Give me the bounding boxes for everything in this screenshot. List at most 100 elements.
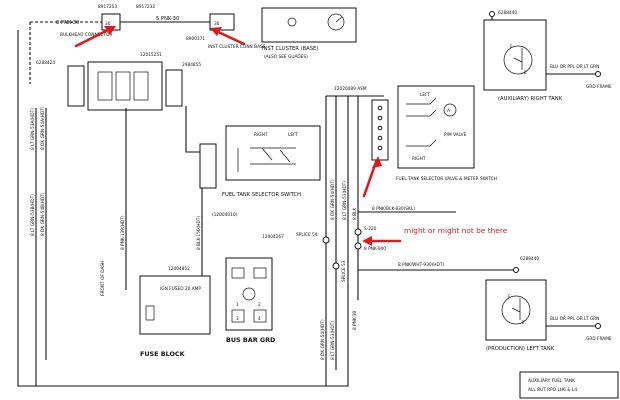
red-arrow-top-center xyxy=(210,27,246,46)
part-8900371: 8900371 xyxy=(186,36,205,42)
part-8917232: 8917232 xyxy=(136,4,155,10)
optional-splice-annotation: might or might not be there xyxy=(404,226,508,235)
left-tank-wire-color: BLU OR PPL OR LT GRN xyxy=(550,316,599,322)
right-tank-wiper-icon xyxy=(513,48,523,70)
red-arrow-head xyxy=(104,26,116,35)
part-12015251: 12015251 xyxy=(140,52,162,58)
bus-bar-center-icon xyxy=(242,287,256,301)
right-tank-f: F xyxy=(510,44,513,50)
fuse-block-title: FUSE BLOCK xyxy=(140,350,186,358)
valve-motor-letter: A xyxy=(447,108,450,114)
bulkhead-main-block xyxy=(87,61,163,111)
wire-label-dk-grn-54a: 8 DK GRN-54(HDT) xyxy=(320,319,326,360)
bulkhead-cell-2 xyxy=(115,71,131,101)
right-tank-sender-box xyxy=(483,19,547,91)
left-tank-ground: GRD FRAME xyxy=(586,336,612,342)
left-tank-ground-icon xyxy=(595,323,601,329)
cluster-gauge-icon xyxy=(327,13,345,31)
selector-switch-title: FUEL TANK SELECTOR SWITCH xyxy=(222,192,301,198)
valve-left-label: LEFT xyxy=(420,92,431,98)
center-wire-labels: 8 DK GRN-54(HDT) 8 LT GRN-53(HDT) 8 BLK … xyxy=(320,179,358,360)
connector-2984855-box xyxy=(165,69,183,107)
valve-pin-icon xyxy=(377,145,383,151)
selector-right-label: RIGHT xyxy=(254,132,268,138)
pm-valve-label: P/M VALVE xyxy=(444,132,467,138)
red-arrow-head xyxy=(362,236,372,246)
gauges-note-label: (ALSO SEE GUAGES) xyxy=(264,54,308,60)
left-wire-labels: 8 LT GRN-53A(HDT) 8 DK GRN-54A(HDT) 8 LT… xyxy=(30,106,202,296)
red-arrow-top-left xyxy=(74,26,116,48)
right-tank-wire-color: BLU OR PPL OR LT GRN xyxy=(550,64,599,70)
cluster-connector-box xyxy=(209,13,235,31)
wire-label-dk-grn-54a: 8 DK GRN-54A(HDT) xyxy=(40,106,46,150)
wire-label-lt-grn-53: 8 LT GRN-53(HDT) xyxy=(342,181,348,220)
bus-bar-title: BUS BAR GRD xyxy=(226,336,275,344)
wire-label-pnk-30-mid: 5 PNK-30 xyxy=(156,16,179,22)
selector-contact-lines xyxy=(237,147,296,172)
left-tank-part: 6288440 xyxy=(520,256,539,262)
wire-label-dk-grn-54b: 8 DK GRN-54B(HDT) xyxy=(40,192,46,236)
red-arrow-head xyxy=(210,27,222,36)
valve-pin-icon xyxy=(377,105,383,111)
part-8917253: 8917253 xyxy=(98,4,117,10)
bus-bar-pin-4: 4 xyxy=(258,316,261,322)
inst-cluster-box xyxy=(261,7,357,43)
bulkhead-pin-label: 30 xyxy=(105,21,111,27)
part-12004010: (12004010) xyxy=(212,212,238,218)
cluster-lamp-icon xyxy=(287,17,297,27)
inst-cluster-conn-base-label: INST CLUSTER CONN BASE xyxy=(208,44,266,50)
footer-box xyxy=(519,371,619,399)
front-of-dash-label: FRONT OF DASH xyxy=(100,261,106,296)
left-tank-float-icon xyxy=(501,295,531,325)
ign-fused-label: IGN FUSED 20 AMP xyxy=(160,286,201,292)
splice-53-icon xyxy=(332,262,340,270)
right-tank-e: E xyxy=(524,70,527,76)
wire-label-blk-150: 8 BLK-150(HDT) xyxy=(196,216,202,250)
left-tank-label: (PRODUCTION) LEFT TANK xyxy=(486,346,555,352)
splice-53-label: SPLICE 53 xyxy=(341,260,347,282)
left-tank-wiper-icon xyxy=(511,298,521,320)
wire-label-pnk-blk-830: 8 PNK/BLK-830(SKL) xyxy=(372,206,415,212)
valve-connector-pins xyxy=(377,105,383,151)
right-tank-label: (AUXILIARY) RIGHT TANK xyxy=(498,96,563,102)
right-tank-part: 6288440 xyxy=(498,10,517,16)
bus-bar-terminal-4 xyxy=(253,309,267,323)
valve-pin-icon xyxy=(377,115,383,121)
inst-cluster-base-label: INST CLUSTER (BASE) xyxy=(262,46,318,52)
selector-switch-box xyxy=(225,125,321,181)
wire-label-lt-grn-53b: 8 LT GRN-53B(HDT) xyxy=(30,194,36,236)
splice-54-icon xyxy=(322,236,330,244)
bus-bar-pin-2: 2 xyxy=(258,302,261,308)
cluster-gauge-needle-icon xyxy=(335,16,343,23)
optional-splice-icon-a xyxy=(354,228,362,236)
asm-12020089-label: 12020089 ASM xyxy=(334,86,367,92)
fuse-block-part: 12004852 xyxy=(168,266,190,272)
bus-bar-terminal-1 xyxy=(231,267,245,279)
optional-splice-label-b: 8 PNK-940 xyxy=(364,246,386,252)
footer-line-2: ALL BUT RPO LH6 & L4 xyxy=(528,387,577,393)
cluster-pin-label: 30 xyxy=(214,21,220,27)
wire-label-lt-grn-53a: 8 LT GRN-53(HDT) xyxy=(330,321,336,360)
wire-label-blk: 8 BLK xyxy=(352,208,358,220)
wire-label-pnk-30: 8 PNK-30 xyxy=(352,310,358,330)
bulkhead-connector-label: BULKHEAD CONNECTOR xyxy=(60,32,112,38)
left-tank-f: F xyxy=(508,294,511,300)
part-6288424: 6288424 xyxy=(36,60,55,66)
fuse-icon xyxy=(145,305,155,321)
bulkhead-cell-1 xyxy=(97,71,113,101)
bus-bar-terminal-3 xyxy=(231,309,245,323)
valve-contacts xyxy=(406,97,437,147)
footer-line-1: AUXILIARY FUEL TANK xyxy=(528,378,575,384)
bus-bar-pin-1: 1 xyxy=(236,302,239,308)
wire-label-pnk-30-left: 8 PNK-30 xyxy=(56,20,79,26)
right-tank-connector-icon xyxy=(489,11,495,17)
valve-pin-icon xyxy=(377,135,383,141)
wire-label-lt-grn-53a: 8 LT GRN-53A(HDT) xyxy=(30,108,36,150)
wire-label-dk-grn-54: 8 DK GRN-54(HDT) xyxy=(330,179,336,220)
valve-right-label: RIGHT xyxy=(412,156,426,162)
outer-harness-line xyxy=(17,30,349,387)
right-tank-float-icon xyxy=(503,45,533,75)
part-2984855: 2984855 xyxy=(182,62,201,68)
right-tank-ground: GRD FRAME xyxy=(586,84,612,90)
